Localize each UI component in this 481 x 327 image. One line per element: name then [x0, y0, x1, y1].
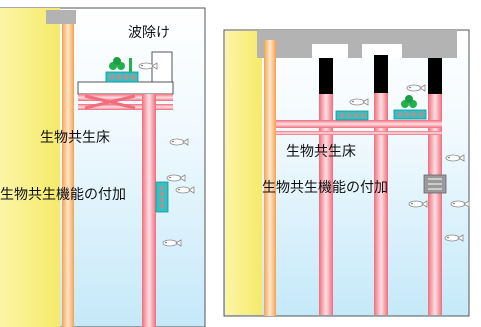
- left-brace-diagonal-2: [84, 94, 136, 110]
- right-deck-notch: [362, 44, 402, 58]
- right-habitat-stones: [397, 111, 424, 118]
- left-main-pile: [142, 94, 156, 327]
- left-pile-habitat: [155, 181, 169, 213]
- right-deck-notch: [312, 44, 348, 58]
- left-wave-barrier-label: 波除け: [128, 25, 170, 41]
- right-pile: [428, 94, 442, 315]
- right-brace-upper: [276, 120, 442, 128]
- left-panel: 波除け 生物共生床 生物共生機能の付加: [0, 7, 206, 327]
- left-deck: [77, 81, 174, 95]
- right-pile: [319, 94, 333, 315]
- right-pile-cap: [319, 58, 333, 94]
- left-seaweed-icon: [129, 58, 132, 72]
- left-habitat-floor-label: 生物共生床: [40, 130, 110, 146]
- right-pile-cap: [374, 55, 388, 93]
- right-wall-pile: [264, 40, 276, 316]
- right-brace-lower: [276, 131, 442, 135]
- right-habitat-floor: [393, 109, 427, 120]
- right-pile: [374, 93, 388, 315]
- right-deck: [257, 30, 457, 58]
- right-panel: 生物共生床 生物共生機能の付加: [223, 29, 470, 317]
- right-function-label: 生物共生機能の付加: [262, 180, 388, 196]
- right-sea-wall: [225, 31, 262, 315]
- right-habitat-floor: [335, 110, 369, 121]
- right-pile-cap: [428, 58, 442, 94]
- left-habitat-stones: [109, 74, 136, 80]
- left-function-label: 生物共生機能の付加: [0, 187, 126, 203]
- left-top-cap: [46, 10, 76, 24]
- right-habitat-floor-label: 生物共生床: [286, 144, 356, 160]
- left-sea-wall: [0, 8, 60, 327]
- left-pile-habitat-stones: [159, 185, 165, 209]
- left-wall-pile: [62, 24, 74, 327]
- right-habitat-stones: [339, 112, 366, 119]
